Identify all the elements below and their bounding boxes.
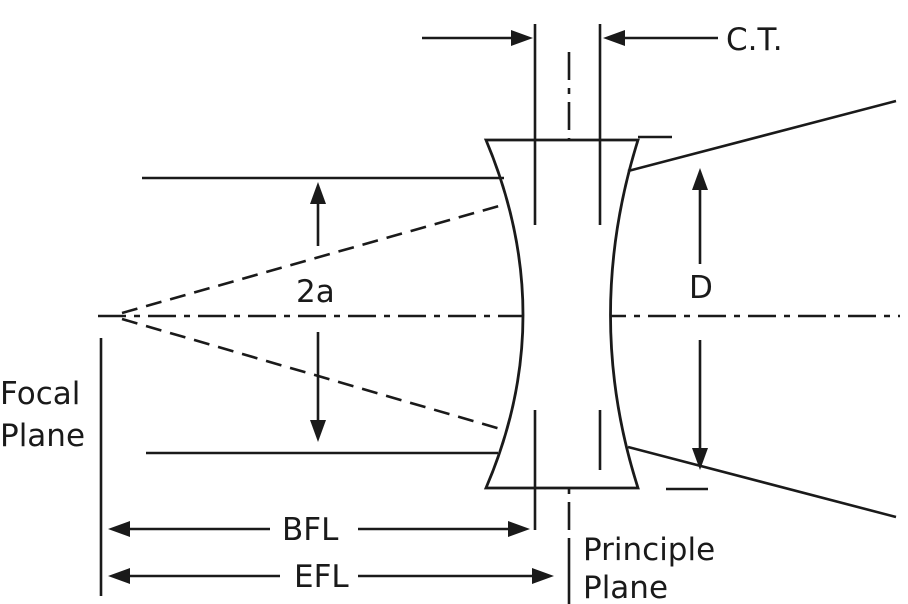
concave-lens bbox=[483, 138, 640, 490]
2a-arrow-down-head bbox=[310, 420, 326, 442]
ct-arrow-right-head bbox=[603, 30, 625, 46]
virtual-ray-top bbox=[121, 202, 507, 315]
2a-arrow-up-head bbox=[310, 182, 326, 204]
focal-plane-label-line1: Focal bbox=[0, 376, 80, 412]
efl-arrow-right-head bbox=[532, 568, 554, 584]
2a-label: 2a bbox=[296, 274, 335, 310]
bfl-arrow-right-head bbox=[508, 521, 530, 537]
virtual-ray-bottom bbox=[121, 317, 505, 432]
d-label: D bbox=[689, 270, 713, 306]
output-ray-bottom bbox=[627, 445, 897, 519]
output-ray-top bbox=[627, 99, 897, 173]
focal-plane-label-line2: Plane bbox=[0, 418, 85, 454]
efl-arrow-left-head bbox=[108, 568, 130, 584]
d-arrow-down-head bbox=[692, 448, 708, 470]
ct-label: C.T. bbox=[726, 22, 783, 58]
principle-plane-label-line1: Principle bbox=[583, 532, 715, 568]
efl-label: EFL bbox=[294, 559, 349, 595]
ct-arrow-left-head bbox=[511, 30, 533, 46]
bfl-label: BFL bbox=[282, 512, 339, 548]
bfl-arrow-left-head bbox=[108, 521, 130, 537]
principle-plane-label-line2: Plane bbox=[583, 570, 668, 604]
d-arrow-up-head bbox=[692, 168, 708, 190]
